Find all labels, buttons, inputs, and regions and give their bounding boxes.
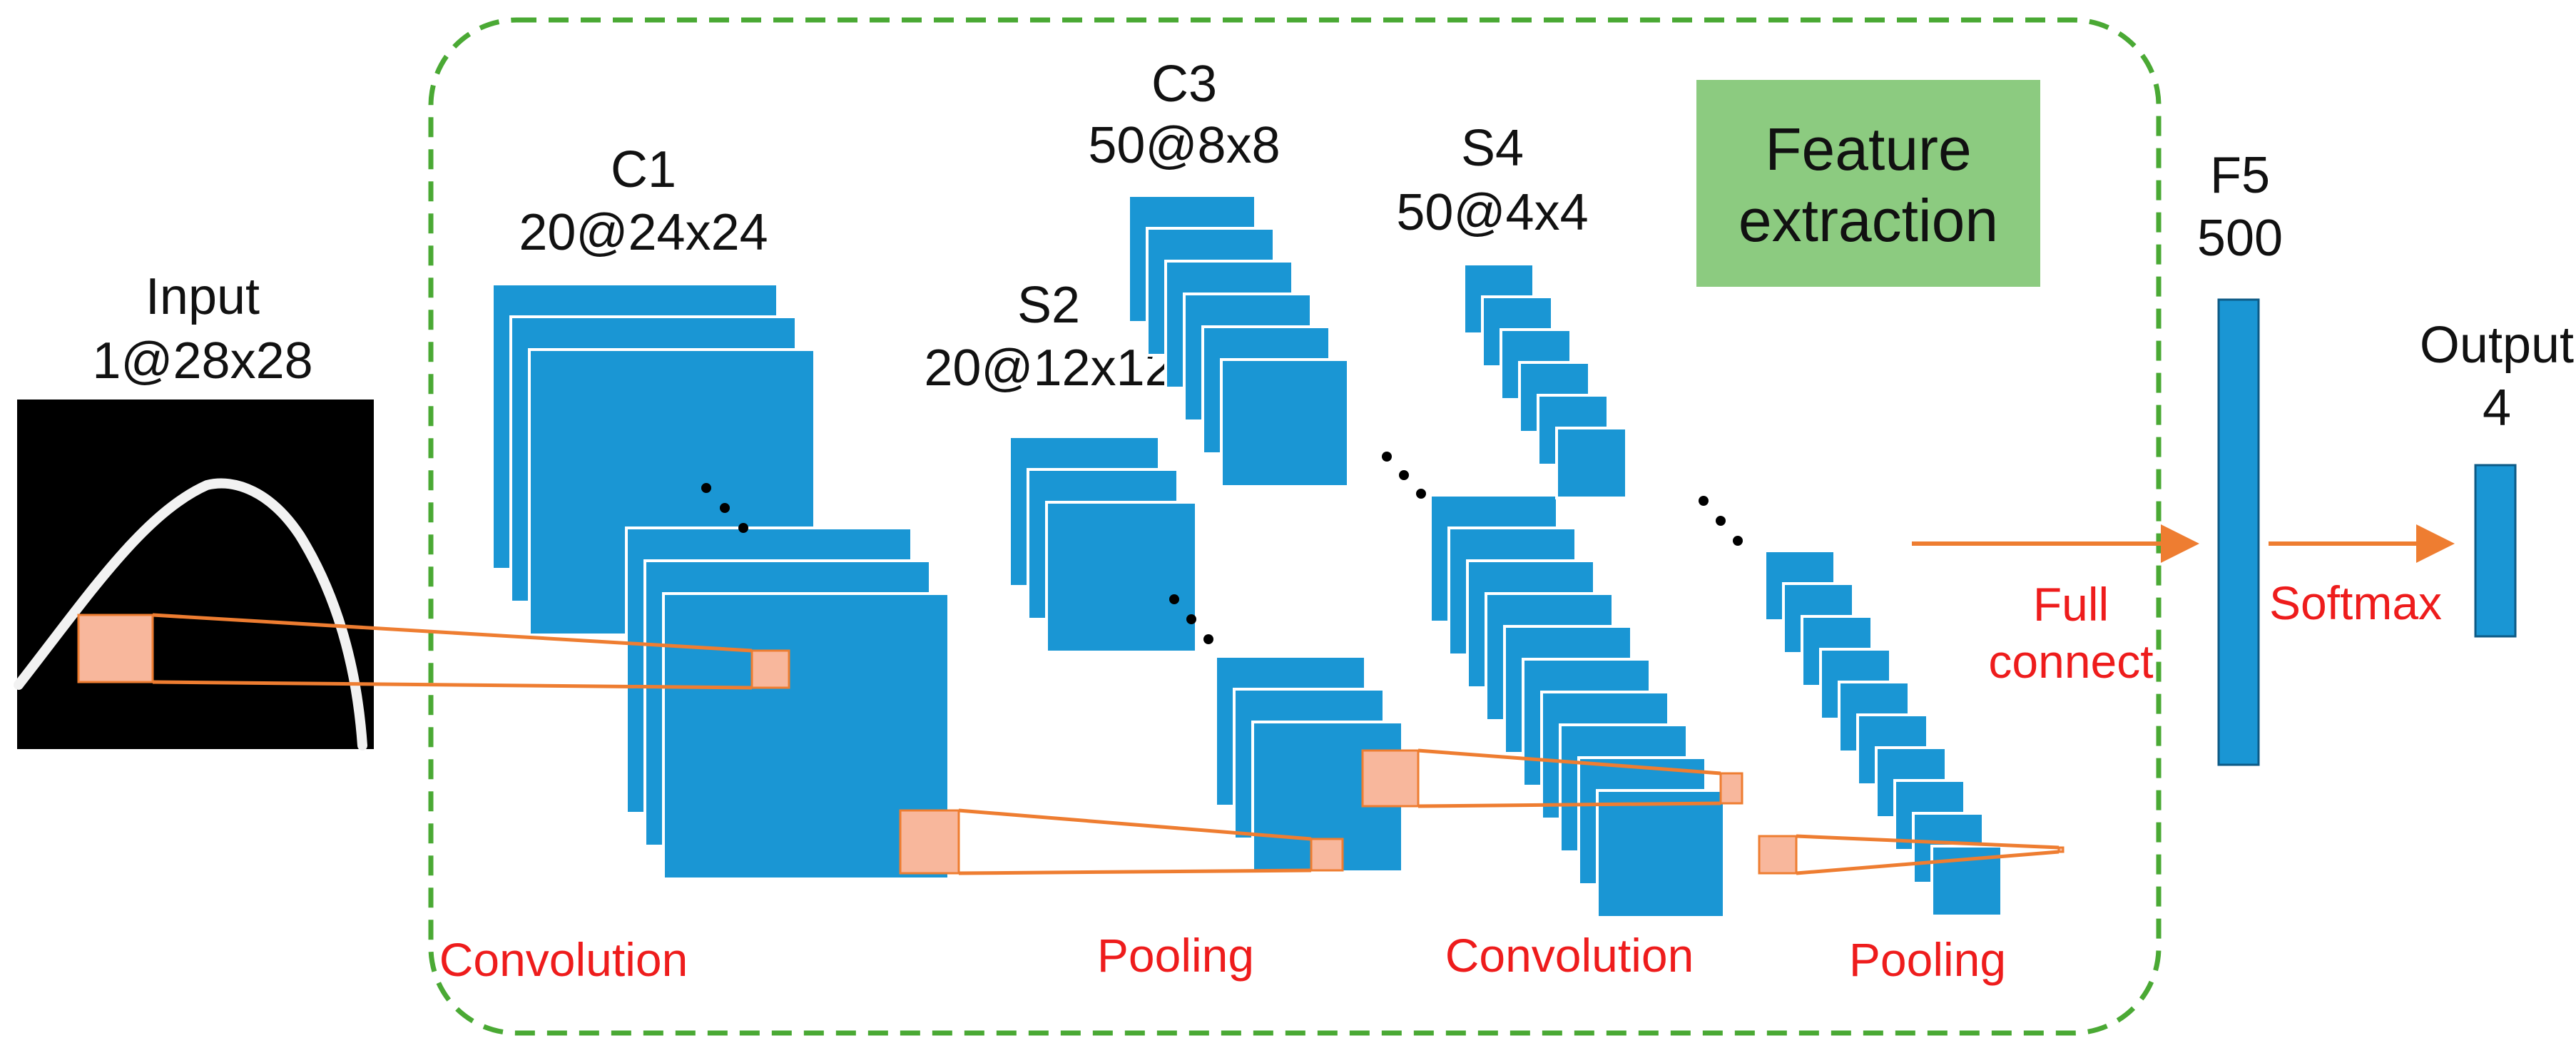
ellipsis-dot xyxy=(1382,452,1392,462)
softmax-label: Softmax xyxy=(2269,576,2442,629)
s4-feature-map xyxy=(1930,845,2003,917)
input-image xyxy=(14,400,374,751)
c3-feature-maps-front-group xyxy=(1127,194,1350,488)
s4-feature-maps-front-group xyxy=(1462,263,1628,499)
ellipsis-dot xyxy=(1399,470,1409,480)
ellipsis-dot xyxy=(1186,614,1196,624)
receptive-field-patch xyxy=(1719,772,1743,805)
s4-shape-label: 50@4x4 xyxy=(1396,184,1588,241)
input-name-label: Input xyxy=(146,268,260,325)
receptive-field-patches-group xyxy=(77,613,2065,875)
c1-shape-label: 20@24x24 xyxy=(519,204,768,261)
projection-line xyxy=(1417,748,1721,775)
receptive-field-patch xyxy=(1758,835,1798,875)
ellipsis-dot xyxy=(1203,634,1213,644)
ellipsis-dot xyxy=(720,503,730,513)
ellipsis-dot xyxy=(1416,489,1426,499)
f5-size-label: 500 xyxy=(2197,210,2283,267)
f5-name-label: F5 xyxy=(2210,147,2270,204)
s2-feature-map xyxy=(1045,501,1198,653)
input-digit-stroke xyxy=(14,478,367,751)
ellipsis-dots-group xyxy=(701,452,1743,644)
output-neuron-bar xyxy=(2474,464,2517,638)
s2-name-label: S2 xyxy=(1017,277,1080,334)
c1-feature-maps-front-group xyxy=(491,283,816,636)
s4-name-label: S4 xyxy=(1461,120,1524,177)
feature-extraction-label-line1: Feature xyxy=(1765,116,1972,183)
ellipsis-dot xyxy=(738,523,748,533)
receptive-field-patch xyxy=(1361,749,1420,808)
projection-line xyxy=(152,680,753,690)
feature-extraction-box xyxy=(1696,80,2040,287)
full-connect-label-line1: Full xyxy=(2033,578,2109,631)
projection-line xyxy=(958,868,1312,875)
full-connect-label-line2: connect xyxy=(1988,635,2153,688)
s2-feature-maps-front-group xyxy=(1008,435,1198,653)
ellipsis-dot xyxy=(1733,536,1743,546)
projection-line xyxy=(1796,850,2060,875)
input-shape-label: 1@28x28 xyxy=(92,332,312,390)
projection-line xyxy=(1417,801,1721,808)
receptive-field-patch xyxy=(77,614,154,683)
pooling-2-label: Pooling xyxy=(1849,933,2006,986)
convolution-1-label: Convolution xyxy=(439,933,688,986)
c3-name-label: C3 xyxy=(1151,56,1217,113)
feature-extraction-frame xyxy=(428,17,2162,1036)
projection-line xyxy=(1796,834,2060,850)
c3-feature-maps-back-group xyxy=(1429,494,1726,919)
projection-line xyxy=(152,613,753,653)
c3-feature-map xyxy=(1220,358,1350,488)
ellipsis-dot xyxy=(1169,594,1179,604)
receptive-field-patch xyxy=(899,809,960,875)
s4-feature-maps-back-group xyxy=(1763,549,2003,917)
c3-feature-map xyxy=(1596,789,1726,919)
convolution-2-label: Convolution xyxy=(1445,929,1694,982)
s2-shape-label: 20@12x12 xyxy=(924,340,1173,397)
ellipsis-dot xyxy=(1699,496,1709,506)
pooling-1-label: Pooling xyxy=(1097,929,1254,982)
c1-name-label: C1 xyxy=(611,141,676,198)
s4-feature-map xyxy=(1555,427,1628,499)
output-name-label: Output xyxy=(2420,317,2574,374)
projection-line xyxy=(958,808,1312,841)
ellipsis-dot xyxy=(1716,516,1726,526)
feature-extraction-label-line2: extraction xyxy=(1738,187,1998,254)
c3-shape-label: 50@8x8 xyxy=(1088,117,1280,174)
receptive-field-patch xyxy=(750,649,790,689)
f5-neuron-bar xyxy=(2217,298,2260,766)
ellipsis-dot xyxy=(701,483,711,493)
receptive-field-patch xyxy=(2057,846,2065,853)
output-size-label: 4 xyxy=(2483,380,2511,437)
c1-feature-maps-back-group xyxy=(625,526,950,880)
receptive-field-patch xyxy=(1310,838,1344,872)
